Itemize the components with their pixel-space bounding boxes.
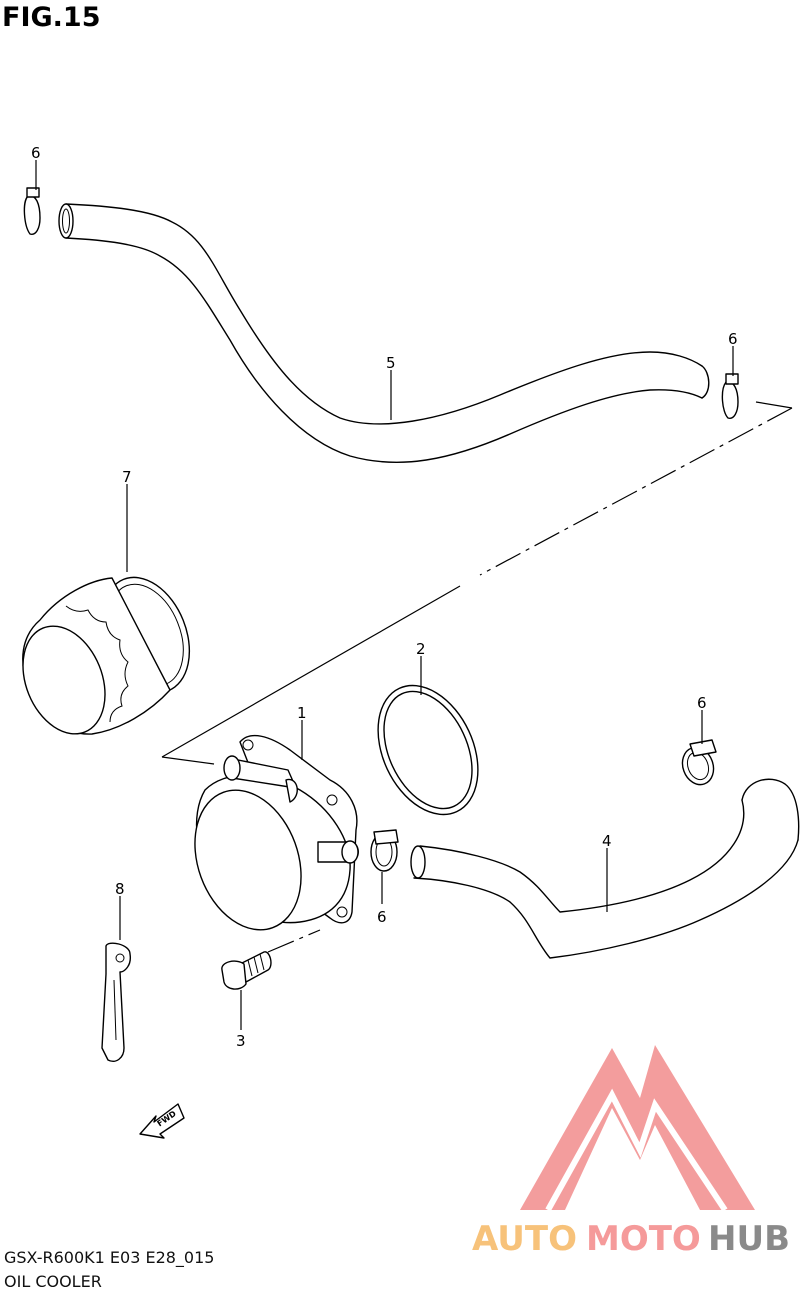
callout-8: 8 [115,880,125,898]
fwd-direction-arrow: FWD [139,1103,185,1139]
part-8-bracket [101,942,132,1062]
assembly-lines [161,401,793,953]
callout-6-lower: 6 [377,908,387,926]
model-code: GSX-R600K1 E03 E28_015 [4,1248,215,1267]
watermark-word-hub: HUB [708,1219,790,1259]
callout-7: 7 [122,468,132,486]
part-6-clamp-top-right [721,373,739,419]
part-6-clamp-mid-right [681,739,717,786]
watermark-logo-shape [520,1045,755,1210]
part-7-oil-filter [22,576,191,735]
part-5-hose [58,203,710,464]
watermark-word-auto: AUTO [472,1219,577,1259]
callout-numbers: 6 6 5 7 2 1 6 4 6 8 3 [31,144,738,1050]
callout-1: 1 [297,704,307,722]
callout-6-top-right: 6 [728,330,738,348]
callout-5: 5 [386,354,396,372]
figure-description: OIL COOLER [4,1272,102,1291]
part-4-hose [410,778,800,959]
watermark-word-moto: MOTO [586,1219,701,1259]
watermark-logo [520,1045,755,1212]
part-2-o-ring [377,684,479,816]
part-1-oil-cooler [194,734,359,931]
part-6-clamp-lower [370,829,399,872]
part-3-bolt [221,951,272,990]
part-6-clamp-top-left [23,187,41,235]
figure-title: FIG.15 [2,2,101,33]
callout-2: 2 [416,640,426,658]
callout-leaders [35,160,734,1030]
callout-3: 3 [236,1032,246,1050]
callout-6-top-left: 6 [31,144,41,162]
callout-4: 4 [602,832,612,850]
callout-6-mid-right: 6 [697,694,707,712]
